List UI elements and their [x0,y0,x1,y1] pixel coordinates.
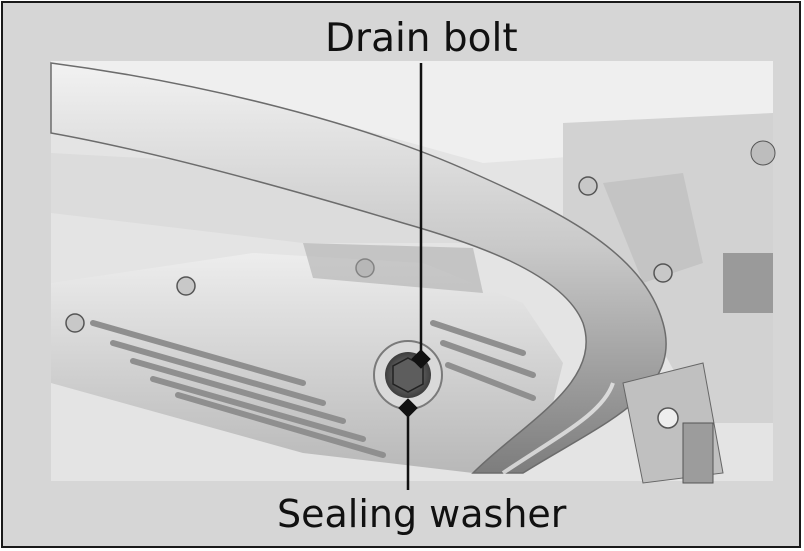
drain-bolt-label: Drain bolt [325,16,518,61]
callout-leaders [398,63,431,490]
engine-underside-illustration [50,61,776,490]
sealing-washer-label: Sealing washer [277,492,567,536]
drain-bolt-leader-marker [411,349,431,369]
engine-render [50,61,776,484]
sealing-washer-leader-marker [398,398,418,418]
